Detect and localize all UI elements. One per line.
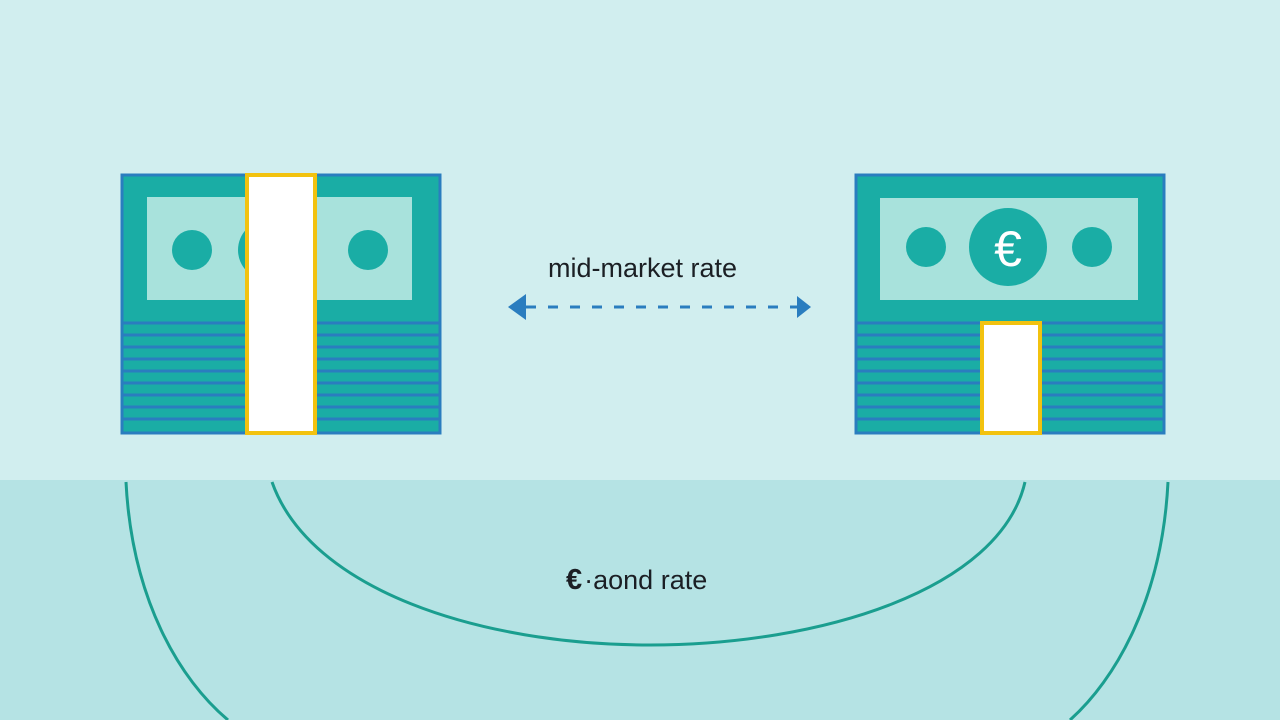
bottom-euro-symbol: € bbox=[566, 564, 583, 596]
inner-curve bbox=[270, 481, 1027, 647]
euro-coin-icon bbox=[969, 208, 1047, 286]
right-note-circle-2 bbox=[1072, 227, 1112, 267]
right-arrowhead bbox=[797, 296, 811, 318]
left-banknote-stack-icon bbox=[120, 173, 442, 435]
double-headed-arrow-icon bbox=[508, 294, 811, 320]
bottom-rate-label: €·aond rate bbox=[566, 564, 707, 597]
left-note-circle-1 bbox=[172, 230, 212, 270]
lower-background-band bbox=[0, 480, 1280, 720]
right-euro-banknote-stack-icon: € bbox=[854, 173, 1166, 435]
bottom-rate-text: ·aond rate bbox=[584, 565, 708, 595]
right-paper-band bbox=[980, 321, 1042, 435]
right-note-circle-1 bbox=[906, 227, 946, 267]
left-note-circle-2 bbox=[348, 230, 388, 270]
outer-curve-right bbox=[1069, 481, 1170, 720]
outer-curve-left bbox=[124, 481, 229, 720]
mid-market-rate-label: mid-market rate bbox=[548, 253, 738, 283]
left-paper-band bbox=[245, 173, 317, 435]
left-arrowhead bbox=[508, 294, 526, 320]
euro-symbol: € bbox=[994, 221, 1022, 277]
